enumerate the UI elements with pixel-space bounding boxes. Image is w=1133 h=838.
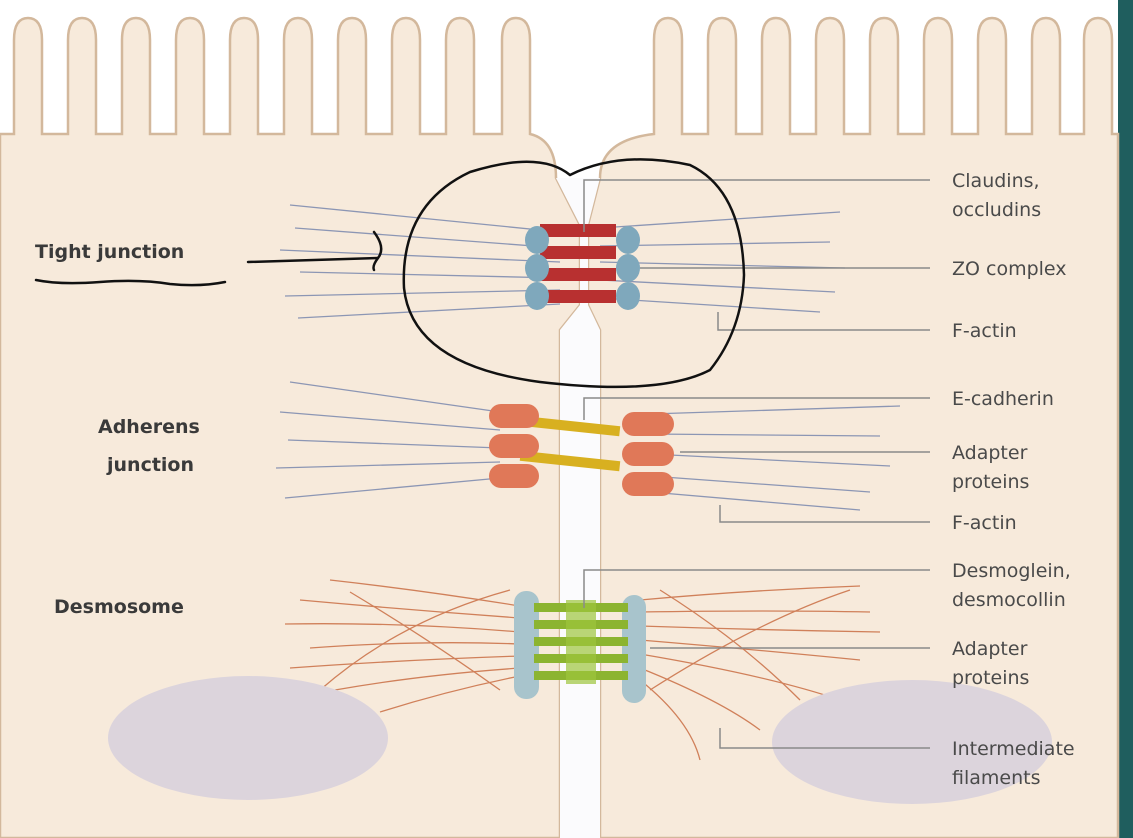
zo-protein <box>525 254 549 282</box>
desmosome-label: Desmosome <box>54 596 184 618</box>
claudin-strand <box>540 290 616 303</box>
claudin-strand <box>540 224 616 237</box>
adapter-protein <box>622 412 674 436</box>
adapter-protein <box>489 404 539 428</box>
adapter-protein <box>622 442 674 466</box>
adapter-proteins-2-label-line1: Adapter <box>952 638 1028 660</box>
desmoglein-label-line2: desmocollin <box>952 589 1066 611</box>
zo-protein <box>525 282 549 310</box>
zo-protein <box>616 282 640 310</box>
claudins-label-line2: occludins <box>952 199 1041 221</box>
adapter-proteins-2-label-line2: proteins <box>952 667 1029 689</box>
desmosome-core <box>566 600 596 684</box>
zo-protein <box>616 226 640 254</box>
f-actin-tight-label: F-actin <box>952 320 1017 342</box>
zo-protein <box>525 226 549 254</box>
zo-protein <box>616 254 640 282</box>
adapter-proteins-label-line2: proteins <box>952 471 1029 493</box>
claudin-strand <box>540 268 616 281</box>
desmoglein-label-line1: Desmoglein, <box>952 560 1071 582</box>
claudin-strand <box>540 246 616 259</box>
adapter-proteins-label-line1: Adapter <box>952 442 1028 464</box>
tight-junction-label: Tight junction <box>35 241 184 263</box>
adapter-protein <box>489 434 539 458</box>
intermediate-filaments-label-line1: Intermediate <box>952 738 1075 760</box>
e-cadherin-label: E-cadherin <box>952 388 1054 410</box>
adherens-junction-label-line2: junction <box>106 454 194 476</box>
left-nucleus <box>108 676 388 800</box>
adapter-protein <box>489 464 539 488</box>
f-actin-adherens-label: F-actin <box>952 512 1017 534</box>
adapter-protein <box>622 472 674 496</box>
intermediate-filaments-label-line2: filaments <box>952 767 1040 789</box>
adherens-junction-label-line1: Adherens <box>98 416 200 438</box>
claudins-label-line1: Claudins, <box>952 170 1040 192</box>
zo-complex-label: ZO complex <box>952 258 1067 280</box>
